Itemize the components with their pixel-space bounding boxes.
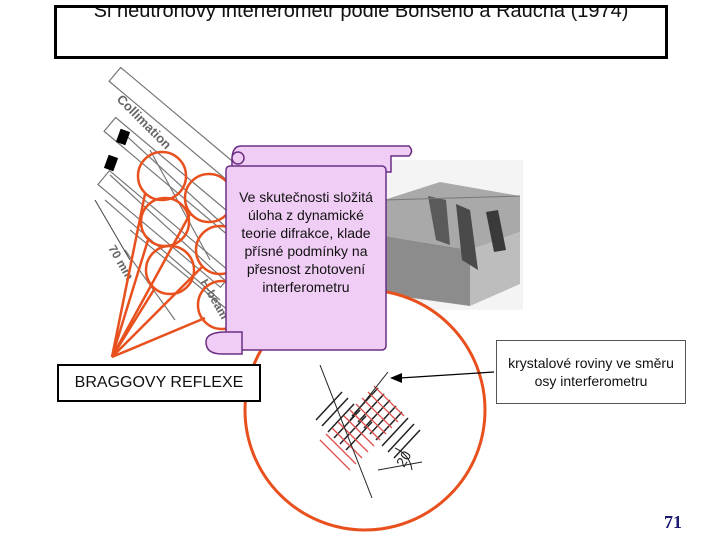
angle-label: 20: [393, 448, 415, 470]
bragg-reflection-label: BRAGGOVY REFLEXE: [57, 364, 261, 402]
crystal-planes-label: krystalové roviny ve směru osy interfero…: [496, 340, 686, 404]
bragg-reflection-lines: [110, 193, 206, 359]
title-box: Si neutronový interferometr podle Bonseh…: [54, 5, 668, 59]
callout-text: Ve skutečnosti složitá úloha z dynamické…: [239, 189, 373, 295]
page-number: 71: [664, 512, 682, 532]
callout-scroll: [205, 145, 413, 355]
slide-title: Si neutronový interferometr podle Bonseh…: [93, 5, 629, 22]
collimator-slit: [103, 154, 119, 172]
lattice-red-lines: [319, 385, 405, 471]
lattice-beams: [319, 364, 423, 499]
collimator-slit: [115, 128, 131, 146]
crystal-photo: [380, 160, 523, 310]
lattice-black-lines: [315, 387, 421, 459]
crystal-arrow: [390, 371, 495, 383]
